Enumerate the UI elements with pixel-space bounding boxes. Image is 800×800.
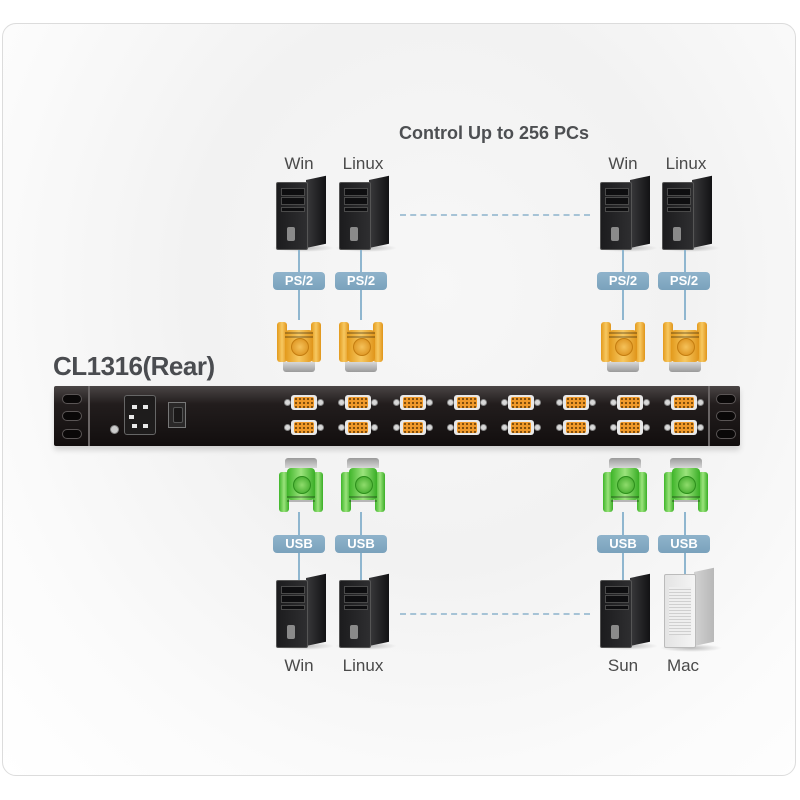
more-pcs-dashed-line (400, 214, 590, 216)
kvm-port (664, 420, 705, 435)
pc-label: Win (284, 154, 314, 173)
ps2-connector-icon (277, 322, 321, 374)
kvm-rear-panel (54, 386, 740, 446)
kvm-port (501, 420, 542, 435)
pc-tower-icon (596, 573, 658, 650)
kvm-port (338, 395, 379, 410)
kvm-port (338, 420, 379, 435)
connector-badge-usb: USB (335, 535, 387, 553)
connector-badge-usb: USB (273, 535, 325, 553)
connector-badge-ps2: PS/2 (597, 272, 649, 290)
pc-label: Sun (607, 656, 639, 675)
pc-tower-icon (596, 175, 658, 252)
device-title: CL1316(Rear) (53, 351, 215, 381)
pc-tower-icon (658, 175, 720, 252)
kvm-port (284, 420, 324, 435)
kvm-port (392, 420, 433, 435)
pc-tower-icon (335, 175, 397, 252)
pc-label: Win (608, 154, 638, 173)
rack-ear-right (708, 386, 740, 446)
pc-label: Mac (666, 656, 700, 675)
kvm-port (446, 395, 487, 410)
usb-connector-icon (279, 458, 323, 518)
kvm-port (501, 395, 542, 410)
kvm-port (609, 420, 650, 435)
pc-label: Linux (342, 154, 384, 173)
ps2-connector-icon (601, 322, 645, 374)
kvm-port (664, 395, 705, 410)
usb-connector-icon (341, 458, 385, 518)
pc-tower-icon (272, 175, 334, 252)
connector-badge-usb: USB (597, 535, 649, 553)
more-pcs-dashed-line (400, 613, 590, 615)
ps2-connector-icon (663, 322, 707, 374)
ground-screw-icon (110, 425, 119, 434)
connector-badge-ps2: PS/2 (335, 272, 387, 290)
power-socket-icon (124, 395, 156, 435)
ps2-connector-icon (339, 322, 383, 374)
pc-label: Linux (665, 154, 707, 173)
kvm-port (446, 420, 487, 435)
connector-badge-ps2: PS/2 (273, 272, 325, 290)
title-text: Control Up to 256 PCs (399, 123, 590, 143)
kvm-port (555, 420, 596, 435)
pc-label: Linux (342, 656, 384, 675)
kvm-port (609, 395, 650, 410)
pc-label: Win (284, 656, 314, 675)
kvm-port (555, 395, 596, 410)
pc-tower-icon (335, 573, 397, 650)
kvm-port (284, 395, 324, 410)
mac-pro-tower-icon (660, 567, 722, 652)
connector-badge-usb: USB (658, 535, 710, 553)
rack-ear-left (54, 386, 90, 446)
connector-badge-ps2: PS/2 (658, 272, 710, 290)
usb-connector-icon (664, 458, 708, 518)
power-switch-icon (168, 402, 186, 428)
kvm-port (392, 395, 433, 410)
usb-connector-icon (603, 458, 647, 518)
pc-tower-icon (272, 573, 334, 650)
